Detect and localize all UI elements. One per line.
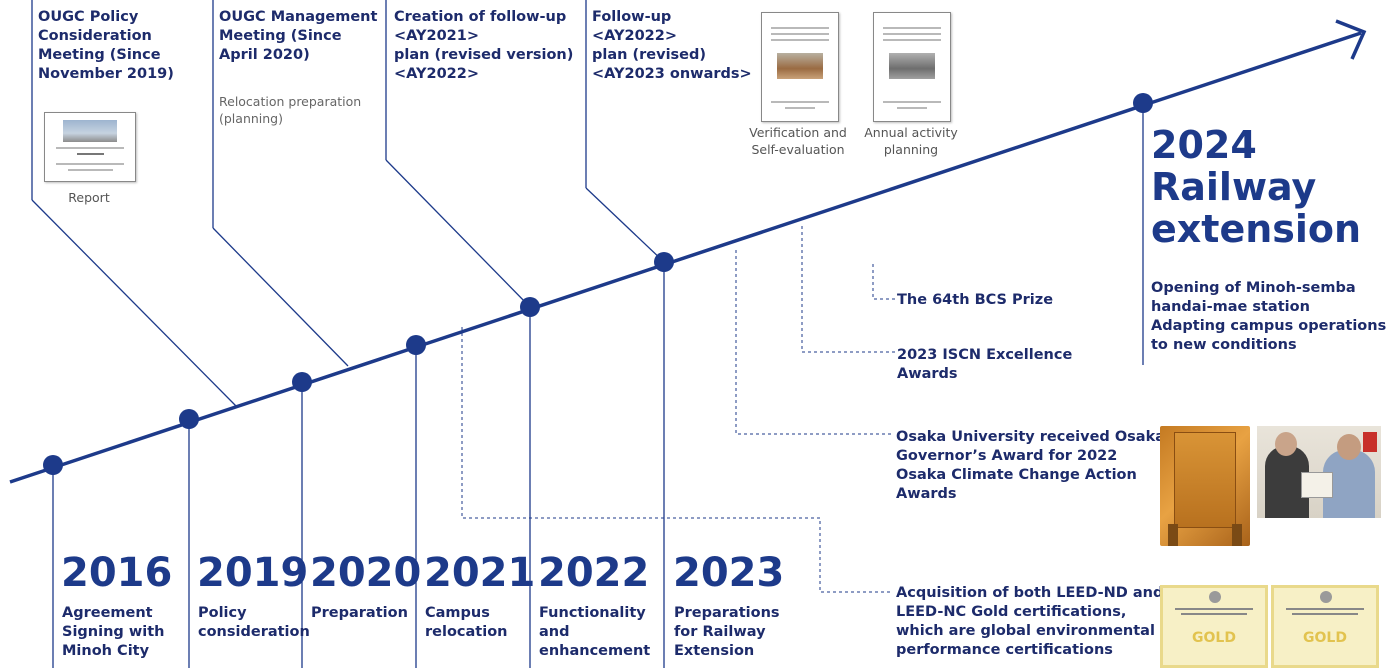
annual-plan-caption: Annual activity planning — [864, 125, 958, 157]
award-osaka-governor: Osaka University received Osaka Governor… — [896, 429, 1166, 502]
gold-label-2: GOLD — [1303, 630, 1347, 646]
milestone-2024-description: Opening of Minoh-semba handai-mae statio… — [1151, 280, 1387, 353]
dashed-connector-leed — [461, 327, 892, 593]
year-2019: 2019 — [197, 550, 309, 596]
report-thumbnail — [44, 112, 136, 182]
event-relocation-preparation: Relocation preparation (planning) — [219, 94, 362, 126]
leed-certificate-2: GOLD — [1271, 585, 1379, 668]
year-2022: 2022 — [538, 550, 650, 596]
dot-2022 — [520, 297, 540, 317]
event-followup-plan: Creation of follow-up <AY2021> plan (rev… — [394, 9, 574, 82]
connector-followup-plan-diag — [385, 159, 531, 308]
year-2021: 2021 — [424, 550, 536, 596]
year-2020: 2020 — [310, 550, 422, 596]
year-2023: 2023 — [673, 550, 785, 596]
year-2021-description: Campus relocation — [425, 605, 508, 640]
award-iscn: 2023 ISCN Excellence Awards — [897, 347, 1073, 382]
verification-document-thumbnail — [761, 12, 839, 122]
dot-2024 — [1133, 93, 1153, 113]
award-ceremony-photo — [1257, 426, 1381, 518]
year-2019-description: Policy consideration — [198, 605, 310, 640]
event-followup: Follow-up <AY2022> plan (revised) <AY202… — [592, 9, 752, 82]
gold-label-1: GOLD — [1192, 630, 1236, 646]
leed-certificate-1: GOLD — [1160, 585, 1268, 668]
year-2023-description: Preparations for Railway Extension — [674, 605, 780, 659]
iscn-plaque-image — [1160, 426, 1250, 546]
year-2016-description: Agreement Signing with Minoh City — [62, 605, 165, 659]
annual-plan-document-thumbnail — [873, 12, 951, 122]
connector-management-meeting-diag — [212, 227, 349, 367]
dashed-connector-osaka — [735, 250, 894, 435]
report-caption: Report — [68, 190, 110, 205]
year-2022-description: Functionality and enhancement — [539, 605, 651, 659]
event-policy-meeting: OUGC Policy Consideration Meeting (Since… — [38, 9, 174, 82]
milestone-2024-title: 2024 Railway extension — [1151, 123, 1362, 251]
dot-2023 — [654, 252, 674, 272]
dot-2021 — [406, 335, 426, 355]
award-leed: Acquisition of both LEED-ND and LEED-NC … — [896, 585, 1164, 658]
dot-2019 — [179, 409, 199, 429]
connector-followup-diag — [585, 187, 665, 263]
dot-2016 — [43, 455, 63, 475]
dashed-connector-iscn — [801, 226, 896, 353]
event-management-meeting: OUGC Management Meeting (Since April 202… — [219, 9, 378, 63]
year-2016: 2016 — [61, 550, 173, 596]
dashed-connector-bcs — [872, 264, 896, 300]
verification-caption: Verification and Self-evaluation — [749, 125, 847, 157]
year-2020-description: Preparation — [311, 605, 408, 621]
dot-2020 — [292, 372, 312, 392]
award-bcs: The 64th BCS Prize — [897, 292, 1054, 308]
timeline-arrowhead — [1335, 19, 1367, 60]
connector-policy-meeting-diag — [31, 199, 237, 407]
